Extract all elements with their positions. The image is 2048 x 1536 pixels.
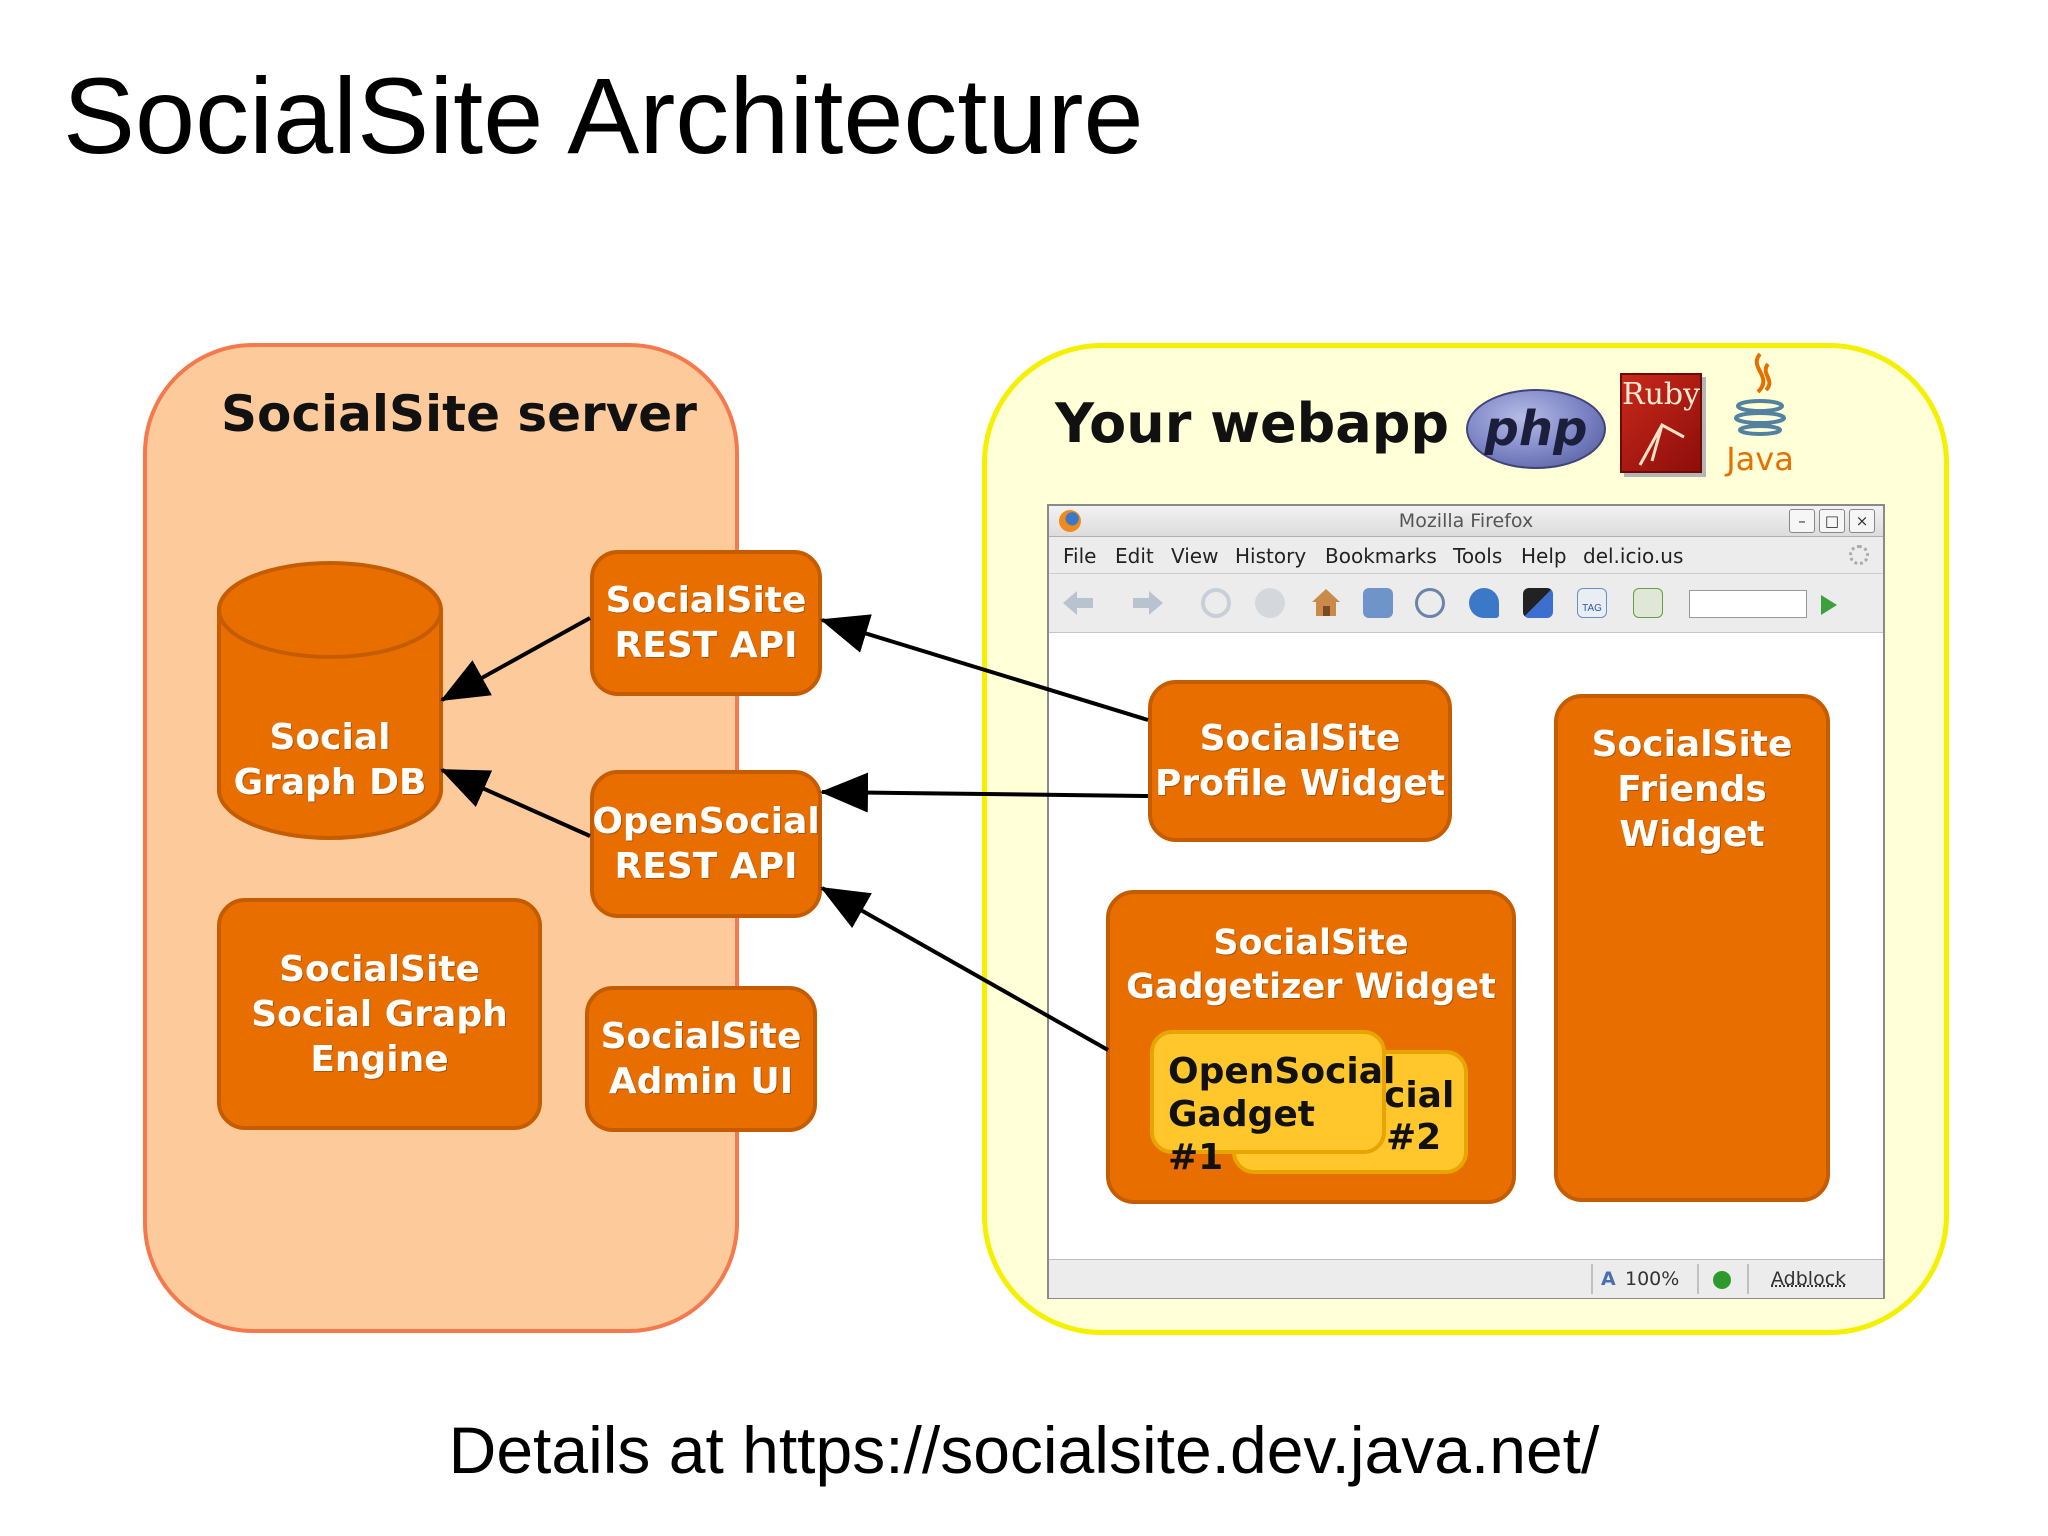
- engine-line3: Engine: [310, 1038, 449, 1080]
- engine-line2: Social Graph: [251, 993, 508, 1035]
- maximize-icon[interactable]: □: [1819, 509, 1845, 533]
- gadget1-line1: OpenSocial: [1168, 1051, 1396, 1092]
- browser-title: Mozilla Firefox: [1398, 510, 1534, 532]
- opensocial-gadget-1: OpenSocial Gadget #1: [1150, 1030, 1396, 1178]
- stop-icon[interactable]: [1255, 588, 1285, 618]
- footer-link-text: Details at https://socialsite.dev.java.n…: [448, 1413, 1600, 1487]
- admin-ui-line2: Admin UI: [608, 1061, 794, 1102]
- speaker-icon[interactable]: [1469, 588, 1499, 618]
- menu-view[interactable]: View: [1171, 544, 1219, 568]
- socialsite-admin-ui: SocialSite Admin UI: [585, 986, 817, 1132]
- gadget2-line1: cial: [1384, 1075, 1455, 1116]
- home-icon[interactable]: [1309, 586, 1343, 618]
- add-bookmark-icon[interactable]: [1633, 588, 1663, 618]
- webapp-heading: Your webapp: [1055, 392, 1450, 455]
- engine-line1: SocialSite: [279, 948, 480, 990]
- gadget1-line2: Gadget #1: [1168, 1094, 1316, 1179]
- ruby-logo: Ruby: [1620, 373, 1702, 473]
- profile-widget: SocialSite Profile Widget: [1148, 680, 1452, 842]
- friends-widget-line3: Widget: [1619, 814, 1765, 855]
- zoom-level: 100%: [1625, 1268, 1680, 1290]
- java-cup-icon: [1734, 352, 1786, 436]
- gadgetizer-line1: SocialSite: [1213, 923, 1409, 963]
- throbber-icon: [1849, 545, 1869, 565]
- arrow-gadgetizer-to-opensocialapi: [820, 886, 1109, 1052]
- db-label-line1: Social: [269, 717, 391, 758]
- status-separator: [1697, 1264, 1699, 1294]
- menu-history[interactable]: History: [1235, 544, 1307, 568]
- opensocial-api-line1: OpenSocial: [592, 801, 820, 842]
- reload-icon[interactable]: [1201, 588, 1231, 618]
- admin-ui-line1: SocialSite: [600, 1016, 802, 1057]
- java-logo-text: Java: [1726, 440, 1794, 478]
- check-icon: [1713, 1271, 1731, 1289]
- friends-widget: SocialSite Friends Widget: [1554, 694, 1830, 1202]
- server-heading: SocialSite server: [221, 385, 697, 443]
- forward-icon[interactable]: [1131, 588, 1165, 618]
- menu-file[interactable]: File: [1063, 544, 1097, 568]
- arrow-profile-to-opensocialapi: [820, 772, 1149, 813]
- ruby-logo-text: Ruby: [1622, 377, 1701, 412]
- menu-bookmarks[interactable]: Bookmarks: [1325, 544, 1437, 568]
- arrow-restapi-to-db: [440, 616, 591, 702]
- go-icon[interactable]: [1815, 592, 1841, 618]
- close-icon[interactable]: ×: [1849, 509, 1875, 533]
- menu-edit[interactable]: Edit: [1115, 544, 1154, 568]
- bookmarks-icon[interactable]: [1363, 588, 1393, 618]
- gadgetizer-line2: Gadgetizer Widget: [1126, 966, 1496, 1007]
- profile-widget-line1: SocialSite: [1199, 718, 1401, 759]
- zoom-icon: A: [1601, 1268, 1616, 1290]
- menu-tools[interactable]: Tools: [1453, 544, 1503, 568]
- rest-api-line2: REST API: [614, 625, 798, 666]
- profile-widget-line2: Profile Widget: [1154, 763, 1446, 804]
- browser-titlebar: Mozilla Firefox – □ ×: [1049, 506, 1883, 537]
- php-logo: php: [1466, 389, 1606, 469]
- rest-api-line1: SocialSite: [605, 580, 807, 621]
- social-graph-db: [217, 561, 443, 840]
- friends-widget-line2: Friends: [1617, 769, 1767, 810]
- db-label-line2: Graph DB: [233, 762, 427, 803]
- tag-icon[interactable]: TAG: [1577, 588, 1607, 618]
- status-separator: [1591, 1264, 1593, 1294]
- browser-menubar: File Edit View History Bookmarks Tools H…: [1049, 537, 1883, 574]
- social-graph-db-label: Social Graph DB: [219, 708, 441, 812]
- ruby-gem-icon: [1638, 422, 1685, 466]
- arrow-opensocialapi-to-db: [440, 768, 591, 838]
- firefox-icon: [1059, 510, 1081, 532]
- adblock-label[interactable]: Adblock: [1771, 1268, 1847, 1290]
- history-icon[interactable]: [1415, 588, 1445, 618]
- browser-statusbar: A 100% Adblock: [1049, 1259, 1883, 1298]
- friends-widget-line1: SocialSite: [1591, 724, 1793, 765]
- social-graph-engine: SocialSite Social Graph Engine: [217, 898, 542, 1130]
- slide-title: SocialSite Architecture: [63, 55, 1144, 176]
- minimize-icon[interactable]: –: [1789, 509, 1815, 533]
- window-icon[interactable]: [1523, 588, 1553, 618]
- status-separator: [1747, 1264, 1749, 1294]
- opensocial-rest-api: OpenSocial REST API: [590, 770, 822, 918]
- opensocial-api-line2: REST API: [614, 846, 798, 887]
- menu-help[interactable]: Help: [1521, 544, 1567, 568]
- gadget2-line2: #2: [1386, 1117, 1442, 1158]
- address-bar[interactable]: [1689, 590, 1807, 618]
- browser-toolbar: TAG: [1049, 574, 1883, 633]
- arrow-profile-to-restapi: [820, 614, 1149, 722]
- menu-delicious[interactable]: del.icio.us: [1583, 544, 1684, 568]
- java-logo: Java: [1720, 350, 1800, 480]
- socialsite-rest-api: SocialSite REST API: [590, 550, 822, 696]
- back-icon[interactable]: [1061, 588, 1095, 618]
